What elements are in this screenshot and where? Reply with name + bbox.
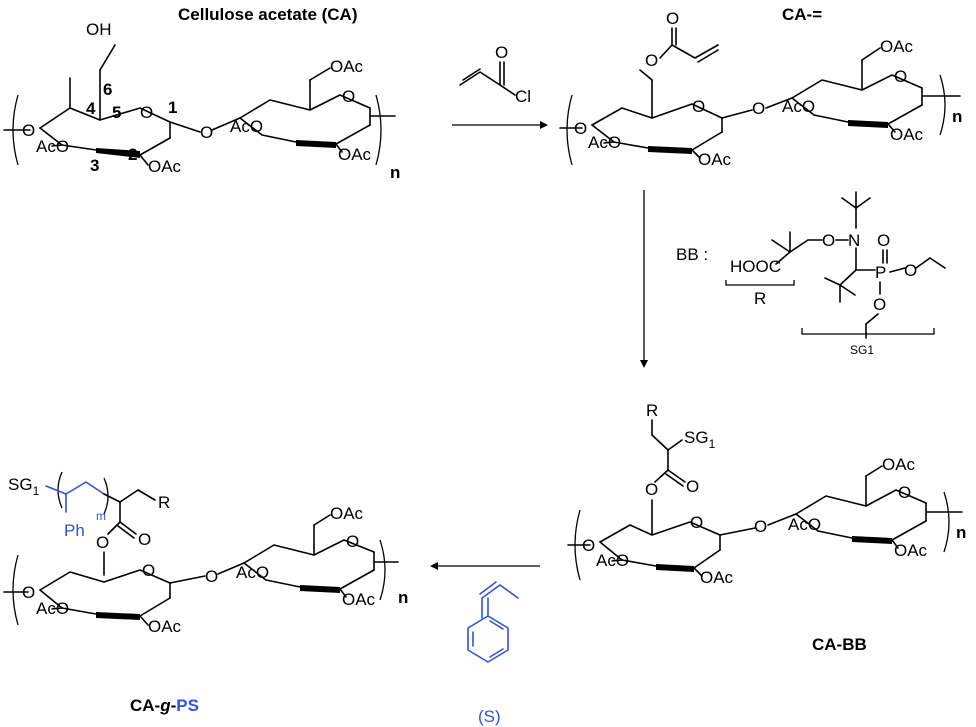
svg-text:AcO: AcO xyxy=(782,97,815,116)
svg-text:O: O xyxy=(877,231,890,250)
svg-text:(S): (S) xyxy=(478,707,501,726)
svg-text:AcO: AcO xyxy=(588,133,621,152)
svg-text:Ph: Ph xyxy=(64,521,85,540)
title-ca-bb: CA-BB xyxy=(812,635,867,654)
svg-text:AcO: AcO xyxy=(596,551,629,570)
svg-text:O: O xyxy=(140,103,153,122)
svg-text:N: N xyxy=(848,231,860,250)
svg-text:1: 1 xyxy=(168,98,177,117)
svg-text:OAc: OAc xyxy=(330,57,364,76)
svg-text:O: O xyxy=(200,123,213,142)
svg-text:O: O xyxy=(692,97,705,116)
reagent-styrene: (S) xyxy=(467,581,519,726)
svg-text:O: O xyxy=(22,121,35,140)
svg-text:OAc: OAc xyxy=(148,157,182,176)
svg-text:O: O xyxy=(138,530,151,549)
svg-text:AcO: AcO xyxy=(788,515,821,534)
svg-text:OAc: OAc xyxy=(698,150,732,169)
svg-text:n: n xyxy=(390,163,400,182)
svg-text:O: O xyxy=(582,536,595,555)
svg-text:O: O xyxy=(754,517,767,536)
svg-text:O: O xyxy=(904,261,917,280)
svg-text:O: O xyxy=(205,567,218,586)
svg-text:O: O xyxy=(495,43,508,62)
svg-text:OAc: OAc xyxy=(890,125,924,144)
svg-text:O: O xyxy=(894,67,907,86)
title-cellulose-acetate: Cellulose acetate (CA) xyxy=(178,5,358,24)
svg-text:m: m xyxy=(96,509,106,523)
structure-ca-g-ps: SG1 Ph m R O O O O AcO OAc O xyxy=(3,471,408,636)
structure-cellulose-acetate: O OH O AcO OAc 4 6 5 1 2 3 O OAc O AcO xyxy=(3,20,400,182)
svg-text:P: P xyxy=(875,263,886,282)
svg-text:O: O xyxy=(645,51,658,70)
svg-text:Cl: Cl xyxy=(515,87,531,106)
svg-text:O: O xyxy=(898,483,911,502)
svg-text:O: O xyxy=(752,99,765,118)
svg-text:O: O xyxy=(645,480,658,499)
svg-text:6: 6 xyxy=(103,80,112,99)
svg-text:O: O xyxy=(96,533,109,552)
svg-text:O: O xyxy=(22,583,35,602)
svg-text:O: O xyxy=(346,532,359,551)
structure-ca-acrylate: O O O O AcO OAc O OAc O AcO OAc n xyxy=(559,9,962,169)
svg-text:AcO: AcO xyxy=(36,137,69,156)
svg-text:n: n xyxy=(398,588,408,607)
svg-text:OAc: OAc xyxy=(342,590,376,609)
svg-text:HOOC: HOOC xyxy=(730,257,781,276)
svg-text:OAc: OAc xyxy=(880,37,914,56)
svg-text:OAc: OAc xyxy=(330,504,364,523)
structure-ca-bb: R SG1 O O O O AcO OAc O OAc O A xyxy=(567,401,966,587)
svg-text:O: O xyxy=(822,231,835,250)
svg-text:OAc: OAc xyxy=(148,617,182,636)
svg-text:OAc: OAc xyxy=(700,568,734,587)
svg-text:3: 3 xyxy=(90,156,99,175)
svg-text:CA-g-PS: CA-g-PS xyxy=(130,696,199,715)
arrowhead-step-3 xyxy=(430,562,438,570)
svg-text:R: R xyxy=(646,401,658,420)
svg-text:O: O xyxy=(686,477,699,496)
svg-text:R: R xyxy=(754,289,766,308)
svg-text:AcO: AcO xyxy=(36,599,69,618)
svg-text:4: 4 xyxy=(86,99,96,118)
svg-text:OH: OH xyxy=(86,20,112,39)
svg-text:O: O xyxy=(666,9,679,28)
svg-text:O: O xyxy=(342,87,355,106)
svg-text:O: O xyxy=(142,561,155,580)
svg-text:SG1: SG1 xyxy=(8,475,40,498)
svg-text:O: O xyxy=(574,119,587,138)
svg-text:n: n xyxy=(956,523,966,542)
svg-text:OAc: OAc xyxy=(338,145,372,164)
svg-text:OAc: OAc xyxy=(882,455,916,474)
reagent-acryloyl-chloride: O Cl xyxy=(459,43,531,106)
svg-text:OAc: OAc xyxy=(894,541,928,560)
svg-text:2: 2 xyxy=(128,145,137,164)
svg-text:AcO: AcO xyxy=(236,563,269,582)
svg-text:O: O xyxy=(873,295,886,314)
svg-text:n: n xyxy=(952,107,962,126)
svg-text:SG1: SG1 xyxy=(684,428,716,451)
title-ca-g-ps: CA-g-PS xyxy=(130,696,199,715)
reagent-blocbuilder: BB : HOOC O N P O O O R xyxy=(676,191,946,357)
svg-text:R: R xyxy=(158,493,170,512)
arrowhead-step-2 xyxy=(640,360,648,368)
svg-text:O: O xyxy=(690,513,703,532)
svg-text:BB :: BB : xyxy=(676,245,708,264)
svg-text:AcO: AcO xyxy=(230,117,263,136)
svg-text:SG1: SG1 xyxy=(850,343,874,357)
title-ca-acrylate: CA-= xyxy=(782,5,822,24)
arrowhead-step-1 xyxy=(540,121,548,129)
svg-text:5: 5 xyxy=(112,103,121,122)
